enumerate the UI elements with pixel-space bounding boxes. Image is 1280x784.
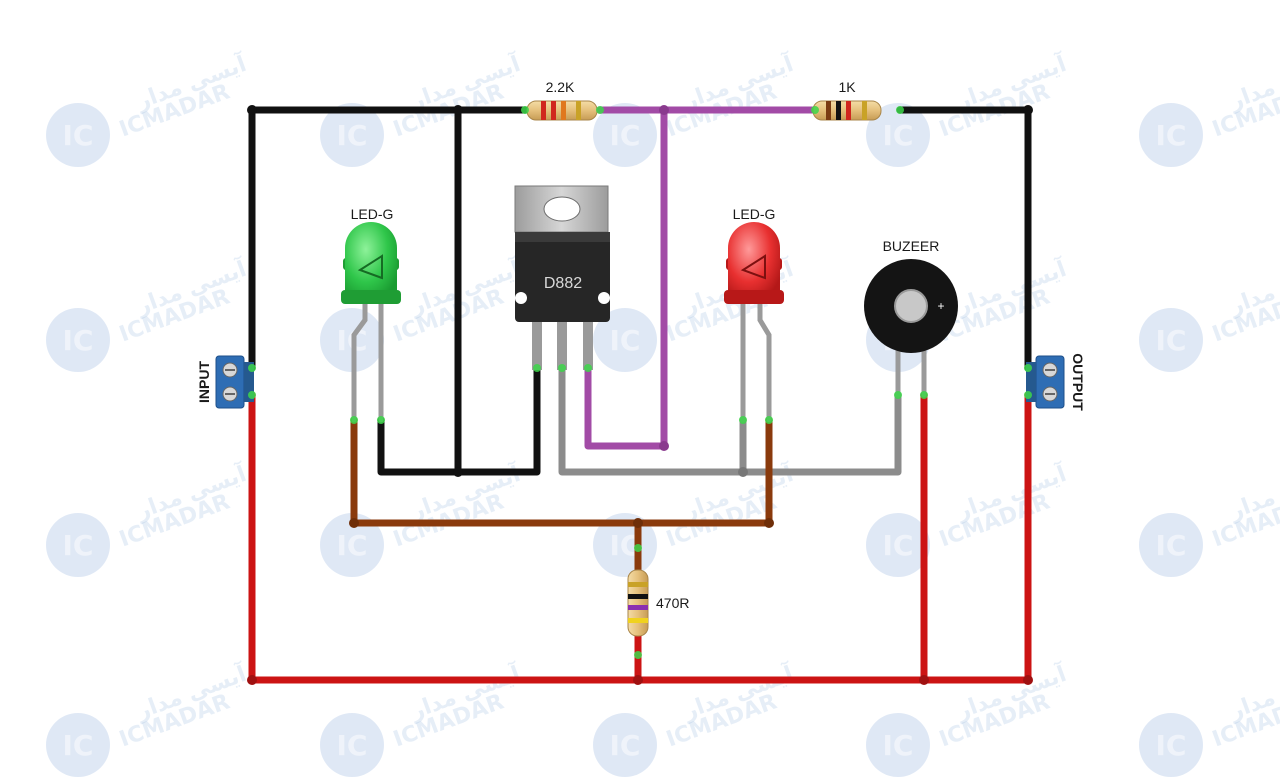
wire-joints <box>247 105 1033 685</box>
watermark-logo-text: IC <box>1156 324 1187 357</box>
terminal-input <box>215 355 254 409</box>
mounting-hole <box>543 196 581 222</box>
watermark-logo-icon <box>593 713 657 777</box>
terminal-output <box>1026 355 1065 409</box>
label-buzzer: BUZEER <box>883 238 940 254</box>
resistor-470r <box>627 569 649 637</box>
buzzer-plus-sign: + <box>937 299 944 313</box>
watermark-logo-text: IC <box>610 119 641 152</box>
watermark-logo-icon <box>46 308 110 372</box>
watermark-logo-icon <box>593 103 657 167</box>
watermark-logo-icon <box>1139 103 1203 167</box>
watermark-logo-icon <box>1139 308 1203 372</box>
watermark-logo-icon <box>46 513 110 577</box>
resistor-1k <box>812 100 882 121</box>
label-r2: 1K <box>838 79 856 95</box>
label-input: INPUT <box>196 361 212 403</box>
label-led-left: LED-G <box>351 206 394 222</box>
watermark-logo-text: IC <box>337 119 368 152</box>
watermark-logo-text: IC <box>610 729 641 762</box>
watermark-logo-icon <box>593 308 657 372</box>
purple-wires <box>584 106 819 450</box>
watermark-logo-text: IC <box>883 119 914 152</box>
watermark-logo-icon <box>1139 513 1203 577</box>
transistor-label: D882 <box>544 275 582 292</box>
watermark-logo-text: IC <box>337 729 368 762</box>
gray-wires <box>558 364 902 476</box>
watermark-logo-text: IC <box>63 119 94 152</box>
watermark-logo-text: IC <box>63 324 94 357</box>
label-led-right: LED-G <box>733 206 776 222</box>
label-output: OUTPUT <box>1070 353 1086 411</box>
wire-brown-main <box>350 416 773 527</box>
transistor-d882: D882 <box>514 185 610 370</box>
watermark-logo-text: IC <box>63 529 94 562</box>
wire-purple-down <box>584 106 668 450</box>
watermark-logo-text: IC <box>883 529 914 562</box>
buzzer: + <box>864 259 958 353</box>
watermark-logo-text: IC <box>1156 119 1187 152</box>
label-r1: 2.2K <box>546 79 575 95</box>
watermark-logo-text: IC <box>63 729 94 762</box>
watermark-logo-text: IC <box>1156 529 1187 562</box>
watermark-logo-icon <box>866 713 930 777</box>
watermark-logo-icon <box>46 103 110 167</box>
watermark-logo-icon <box>866 513 930 577</box>
wire-gray-base <box>558 364 902 476</box>
led-green <box>341 222 401 304</box>
resistor-2-2k <box>526 100 598 121</box>
label-r3: 470R <box>656 595 689 611</box>
watermark-logo-icon <box>320 713 384 777</box>
watermark-logo-icon <box>46 713 110 777</box>
watermark-logo-icon <box>866 103 930 167</box>
pin-joints <box>248 106 1032 659</box>
led-red <box>724 222 784 304</box>
watermark-logo-text: IC <box>1156 729 1187 762</box>
watermark-logo-icon <box>320 513 384 577</box>
watermark-logo-icon <box>320 103 384 167</box>
watermark-logo-text: IC <box>610 324 641 357</box>
watermark-logo-text: IC <box>337 529 368 562</box>
watermark-logo-text: IC <box>883 729 914 762</box>
watermark-logo-icon <box>1139 713 1203 777</box>
